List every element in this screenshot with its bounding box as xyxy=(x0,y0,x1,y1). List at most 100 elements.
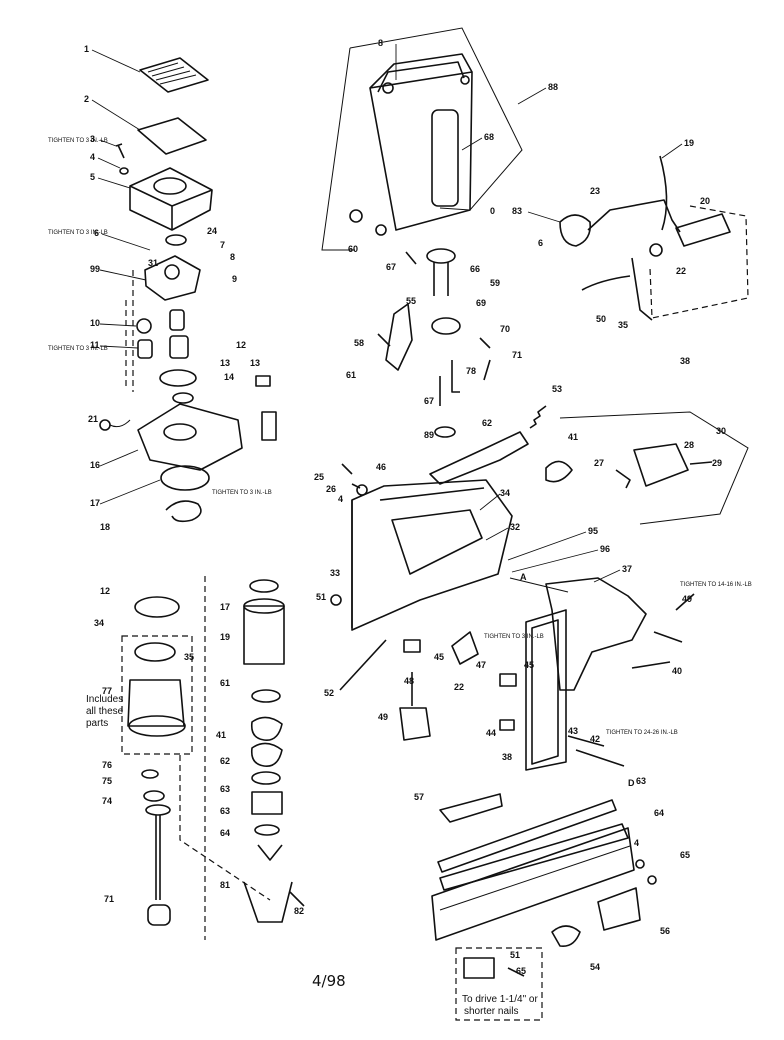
svg-text:6: 6 xyxy=(538,238,543,248)
svg-text:88: 88 xyxy=(548,82,558,92)
svg-text:33: 33 xyxy=(330,568,340,578)
drive-note-line2: shorter nails xyxy=(464,1006,518,1017)
exhaust-deflector-group xyxy=(545,155,749,525)
svg-text:17: 17 xyxy=(220,602,230,612)
svg-text:14: 14 xyxy=(224,372,234,382)
svg-text:5: 5 xyxy=(90,172,95,182)
svg-text:51: 51 xyxy=(316,592,326,602)
svg-text:21: 21 xyxy=(88,414,98,424)
svg-text:31: 31 xyxy=(148,258,158,268)
torque-note-42: TIGHTEN TO 24-26 IN.-LB xyxy=(606,730,678,736)
svg-text:19: 19 xyxy=(684,138,694,148)
svg-text:9: 9 xyxy=(232,274,237,284)
svg-text:A: A xyxy=(520,572,527,582)
svg-text:41: 41 xyxy=(216,730,226,740)
magazine-group xyxy=(431,793,657,1021)
svg-text:58: 58 xyxy=(354,338,364,348)
svg-text:89: 89 xyxy=(424,430,434,440)
svg-text:34: 34 xyxy=(500,488,510,498)
svg-text:62: 62 xyxy=(220,756,230,766)
svg-text:12: 12 xyxy=(236,340,246,350)
torque-note-3: TIGHTEN TO 3 IN.-LB xyxy=(48,138,108,144)
svg-text:16: 16 xyxy=(90,460,100,470)
svg-text:24: 24 xyxy=(207,226,217,236)
svg-text:41: 41 xyxy=(568,432,578,442)
svg-text:22: 22 xyxy=(454,682,464,692)
svg-text:29: 29 xyxy=(712,458,722,468)
svg-text:22: 22 xyxy=(676,266,686,276)
svg-text:25: 25 xyxy=(314,472,324,482)
svg-text:49: 49 xyxy=(378,712,388,722)
svg-text:54: 54 xyxy=(590,962,600,972)
svg-text:48: 48 xyxy=(404,676,414,686)
svg-text:99: 99 xyxy=(90,264,100,274)
svg-text:13: 13 xyxy=(250,358,260,368)
svg-text:44: 44 xyxy=(486,728,496,738)
svg-text:60: 60 xyxy=(348,244,358,254)
svg-text:13: 13 xyxy=(220,358,230,368)
svg-text:71: 71 xyxy=(512,350,522,360)
svg-text:63: 63 xyxy=(220,784,230,794)
svg-text:35: 35 xyxy=(618,320,628,330)
svg-text:7: 7 xyxy=(220,240,225,250)
svg-text:69: 69 xyxy=(476,298,486,308)
torque-note-11: TIGHTEN TO 3 IN.-LB xyxy=(48,346,108,352)
torque-note-47: TIGHTEN TO 3 IN.-LB xyxy=(484,634,544,640)
svg-text:42: 42 xyxy=(590,734,600,744)
svg-text:0: 0 xyxy=(490,206,495,216)
svg-text:56: 56 xyxy=(660,926,670,936)
svg-text:71: 71 xyxy=(104,894,114,904)
svg-text:19: 19 xyxy=(220,632,230,642)
cylinder-housing-group xyxy=(321,27,547,485)
svg-text:75: 75 xyxy=(102,776,112,786)
svg-text:61: 61 xyxy=(220,678,230,688)
svg-text:27: 27 xyxy=(594,458,604,468)
svg-text:50: 50 xyxy=(596,314,606,324)
svg-text:70: 70 xyxy=(500,324,510,334)
svg-text:61: 61 xyxy=(346,370,356,380)
svg-text:57: 57 xyxy=(414,792,424,802)
svg-text:43: 43 xyxy=(568,726,578,736)
svg-text:62: 62 xyxy=(482,418,492,428)
tool-body-group xyxy=(330,463,695,771)
svg-text:83: 83 xyxy=(512,206,522,216)
svg-text:4: 4 xyxy=(90,152,95,162)
svg-text:3: 3 xyxy=(90,134,95,144)
svg-text:45: 45 xyxy=(434,652,444,662)
annotation-notes: TIGHTEN TO 3 IN.-LB TIGHTEN TO 3 IN.-LB … xyxy=(48,138,752,1017)
torque-note-18: TIGHTEN TO 3 IN.-LB xyxy=(212,490,272,496)
svg-text:82: 82 xyxy=(294,906,304,916)
svg-text:66: 66 xyxy=(470,264,480,274)
svg-text:67: 67 xyxy=(386,262,396,272)
svg-text:74: 74 xyxy=(102,796,112,806)
svg-text:65: 65 xyxy=(516,966,526,976)
torque-note-6: TIGHTEN TO 3 IN.-LB xyxy=(48,230,108,236)
svg-text:37: 37 xyxy=(622,564,632,574)
svg-text:96: 96 xyxy=(600,544,610,554)
svg-text:4: 4 xyxy=(338,494,343,504)
valve-stack-group xyxy=(121,576,305,940)
includes-note-line3: parts xyxy=(86,718,108,729)
svg-text:40: 40 xyxy=(672,666,682,676)
svg-text:35: 35 xyxy=(184,652,194,662)
drive-note-line1: To drive 1-1/4" or xyxy=(462,994,538,1005)
svg-text:95: 95 xyxy=(588,526,598,536)
svg-text:55: 55 xyxy=(406,296,416,306)
svg-text:34: 34 xyxy=(94,618,104,628)
svg-text:45: 45 xyxy=(524,660,534,670)
svg-text:17: 17 xyxy=(90,498,100,508)
svg-text:28: 28 xyxy=(684,440,694,450)
svg-text:23: 23 xyxy=(590,186,600,196)
svg-text:64: 64 xyxy=(654,808,664,818)
includes-note-line1: Includes xyxy=(86,694,123,705)
leader-lines xyxy=(91,44,683,583)
svg-text:63: 63 xyxy=(220,806,230,816)
svg-text:49: 49 xyxy=(682,594,692,604)
svg-text:11: 11 xyxy=(90,340,100,350)
torque-note-49: TIGHTEN TO 14-16 IN.-LB xyxy=(680,582,752,588)
svg-text:10: 10 xyxy=(90,318,100,328)
svg-text:53: 53 xyxy=(552,384,562,394)
svg-text:77: 77 xyxy=(102,686,112,696)
svg-text:18: 18 xyxy=(100,522,110,532)
